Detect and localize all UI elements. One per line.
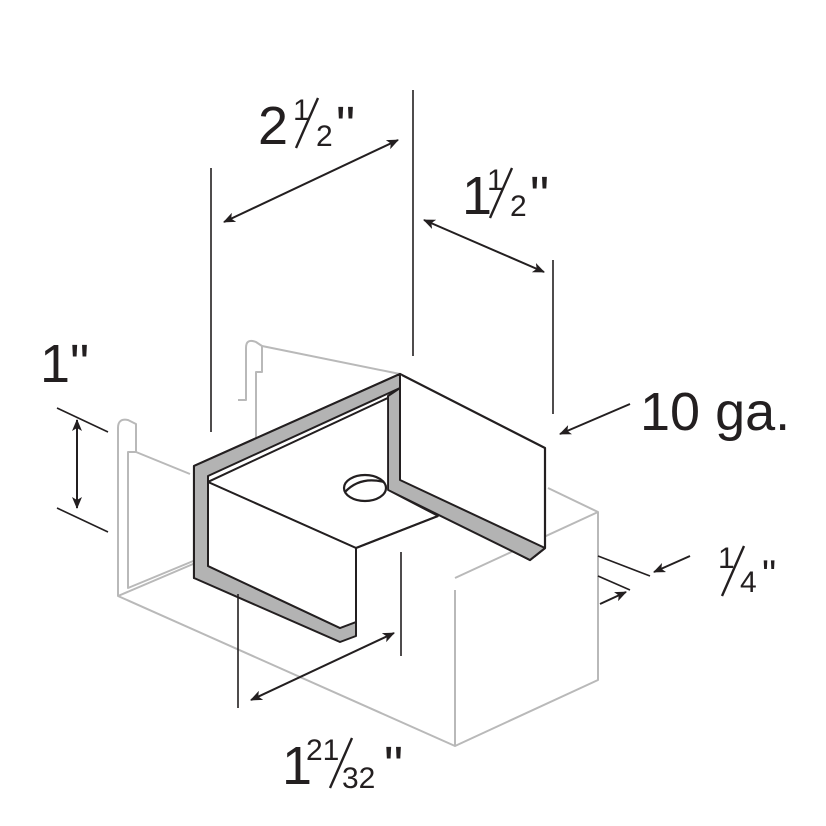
opening-label: 1 21 32 " <box>282 734 403 796</box>
thickness-frac-num: 1 <box>718 542 735 575</box>
thickness-label: 1 4 " <box>718 542 776 599</box>
width-frac-num: 1 <box>293 94 310 127</box>
width-inch: " <box>336 96 355 156</box>
height-label: 1" <box>40 334 89 394</box>
width-label: 2 1 2 " <box>258 94 355 156</box>
thickness-arrow-top <box>653 555 691 573</box>
gauge-leader-arrow <box>559 403 631 435</box>
opening-frac-den: 32 <box>342 762 375 795</box>
depth-inch: " <box>530 166 549 226</box>
depth-arrow <box>423 219 545 273</box>
channel-clip <box>192 372 547 643</box>
extension-lines <box>56 90 651 708</box>
gauge-label: 10 ga. <box>640 382 790 442</box>
opening-frac-num: 21 <box>306 734 339 767</box>
depth-frac-den: 2 <box>510 190 527 223</box>
width-frac-den: 2 <box>316 120 333 153</box>
opening-inch: " <box>384 736 403 796</box>
depth-frac-num: 1 <box>487 164 504 197</box>
dimension-arrows <box>72 139 691 701</box>
depth-whole: 1 <box>462 166 492 226</box>
width-whole: 2 <box>258 96 288 156</box>
thickness-inch: " <box>762 553 776 597</box>
depth-label: 1 1 2 " <box>462 164 549 226</box>
opening-arrow <box>250 632 395 701</box>
opening-whole: 1 <box>282 736 312 796</box>
thickness-frac-den: 4 <box>740 566 757 599</box>
width-arrow <box>223 139 399 223</box>
clip-bottom-lip <box>207 481 357 629</box>
thickness-arrow-bottom <box>599 591 627 605</box>
